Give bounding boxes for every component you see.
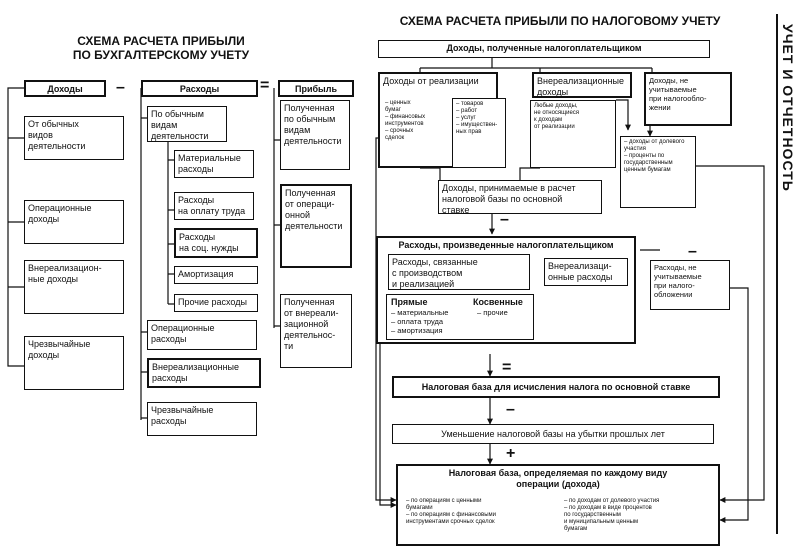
- income-operating: Операционные доходы: [24, 200, 124, 244]
- expense-nonoperating: Внереализационные расходы: [147, 358, 261, 388]
- expense-operating: Операционные расходы: [147, 320, 257, 350]
- minus-operator-3: –: [688, 243, 697, 260]
- per-type-list-a: – по операциям с ценными бумагами – по о…: [406, 498, 496, 525]
- minus-operator: –: [116, 79, 125, 96]
- income-not-counted: Доходы, не учитываемые при налогообло- ж…: [644, 72, 732, 126]
- per-type-list-b: – по доходам от долевого участия – по до…: [564, 498, 660, 532]
- nonsales-income-note: Любые доходы, не относящиеся к доходам о…: [530, 100, 616, 168]
- expense-header: Расходы: [141, 80, 258, 97]
- profit-header: Прибыль: [278, 80, 354, 97]
- income-bracket: [7, 87, 24, 367]
- nonsales-expenses: Внереализаци- онные расходы: [544, 258, 628, 286]
- profit-ordinary: Полученная по обычным видам деятельности: [280, 100, 350, 170]
- per-type-base-frame: Налоговая база, определяемая по каждому …: [396, 464, 720, 546]
- income-extraordinary: Чрезвычайные доходы: [24, 336, 124, 390]
- income-header: Доходы: [24, 80, 106, 97]
- left-title-line2: ПО БУХГАЛТЕРСКОМУ УЧЕТУ: [72, 48, 250, 62]
- equity-income-list: – доходы от долевого участия – проценты …: [620, 136, 696, 208]
- accepted-income: Доходы, принимаемые в расчет налоговой б…: [438, 180, 602, 215]
- income-received: Доходы, полученные налогоплательщиком: [378, 40, 710, 58]
- profit-operating: Полученная от операци- онной деятельност…: [280, 184, 352, 268]
- sales-list-b: – товаров – работ – услуг – имуществен- …: [452, 98, 506, 168]
- expense-depreciation: Амортизация: [174, 266, 258, 284]
- minus-operator-2: –: [500, 211, 509, 228]
- expense-ordinary: По обычным видам деятельности: [147, 106, 227, 142]
- minus-operator-4: –: [506, 401, 515, 418]
- plus-operator: +: [506, 445, 516, 462]
- direct-header: Прямые: [391, 297, 428, 307]
- nonsales-income: Внереализационные доходы: [532, 72, 632, 98]
- side-section-label: УЧЕТ И ОТЧЕТНОСТЬ: [776, 14, 804, 534]
- right-diagram-title: СХЕМА РАСЧЕТА ПРИБЫЛИ ПО НАЛОГОВОМУ УЧЕТ…: [399, 14, 721, 28]
- equals-operator-2: =: [502, 359, 512, 376]
- equals-operator: =: [260, 77, 270, 94]
- loss-reduction: Уменьшение налоговой базы на убытки прош…: [392, 424, 714, 444]
- income-ordinary: От обычных видов деятельности: [24, 116, 124, 160]
- profit-nonoperating: Полученная от внереали- зационной деятел…: [280, 294, 352, 368]
- expense-material: Материальные расходы: [174, 150, 254, 178]
- expenses-main-label: Расходы, произведенные налогоплательщико…: [398, 240, 614, 250]
- expense-other: Прочие расходы: [174, 294, 258, 312]
- expense-extraordinary: Чрезвычайные расходы: [147, 402, 257, 436]
- direct-list: – материальные – оплата труда – амортиза…: [391, 308, 449, 335]
- expenses-not-counted: Расходы, не учитываемые при налого- обло…: [650, 260, 730, 310]
- direct-indirect-frame: Прямые – материальные – оплата труда – а…: [386, 294, 534, 340]
- expense-labor: Расходы на оплату труда: [174, 192, 254, 220]
- sales-list-a: – ценных бумаг – финансовых инструментов…: [385, 100, 426, 141]
- tax-base: Налоговая база для исчисления налога по …: [392, 376, 720, 398]
- left-diagram-title: СХЕМА РАСЧЕТА ПРИБЫЛИ ПО БУХГАЛТЕРСКОМУ …: [56, 34, 266, 62]
- indirect-list: – прочие: [477, 308, 508, 317]
- expense-social: Расходы на соц. нужды: [174, 228, 258, 258]
- per-type-base-label: Налоговая база, определяемая по каждому …: [448, 468, 668, 489]
- left-title-line1: СХЕМА РАСЧЕТА ПРИБЫЛИ: [77, 34, 245, 48]
- income-nonoperating: Внереализацион- ные доходы: [24, 260, 124, 314]
- production-expenses: Расходы, связанные с производством и реа…: [388, 254, 530, 290]
- side-label-text: УЧЕТ И ОТЧЕТНОСТЬ: [780, 24, 796, 192]
- sales-income-label: Доходы от реализации: [383, 76, 479, 86]
- indirect-header: Косвенные: [473, 297, 523, 307]
